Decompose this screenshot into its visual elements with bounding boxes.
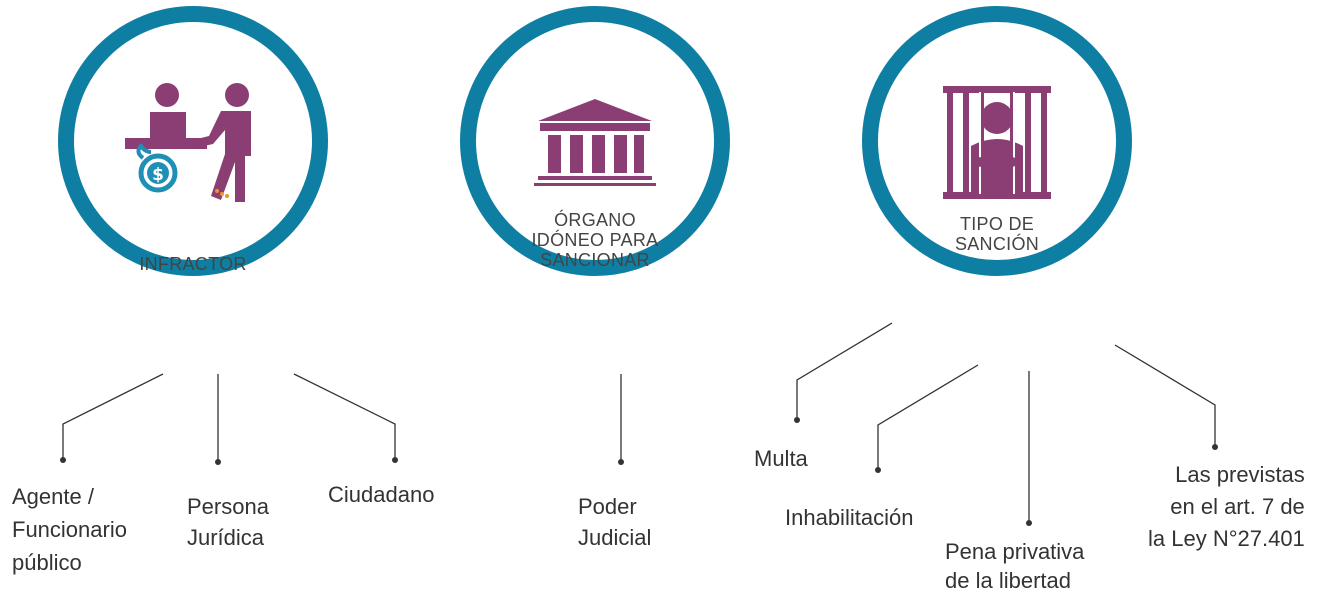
connector-previstas: [1114, 344, 1216, 447]
leaf-poder-judicial: Poder Judicial: [578, 494, 652, 550]
leaf-ciudadano: Ciudadano: [328, 482, 435, 507]
connector-ciudadano: [293, 373, 396, 460]
connector-dot-persona-juridica: [215, 459, 221, 465]
tipo-sancion-label: TIPO DE SANCIÓN: [954, 214, 1040, 254]
tipo-sancion-circle: TIPO DE SANCIÓN: [862, 6, 1132, 276]
connector-inhabilitacion: [877, 364, 979, 470]
bribery-icon: $: [125, 83, 251, 202]
leaf-agente-funcionario: Agente / Funcionario público: [12, 484, 127, 575]
leaf-previstas-ley: Las previstas en el art. 7 de la Ley N°2…: [1148, 462, 1305, 551]
connector-dot-agente: [60, 457, 66, 463]
jail-icon: [943, 86, 1051, 199]
infractor-label: INFRACTOR: [139, 254, 247, 274]
connector-dot-previstas: [1212, 444, 1218, 450]
connector-dot-ciudadano: [392, 457, 398, 463]
connector-dot-multa: [794, 417, 800, 423]
courthouse-icon: [534, 99, 656, 186]
connector-dot-poder-judicial: [618, 459, 624, 465]
leaf-multa: Multa: [754, 446, 808, 471]
leaf-inhabilitacion: Inhabilitación: [785, 505, 914, 530]
connector-multa: [796, 322, 893, 420]
organo-label: ÓRGANO IDÓNEO PARA SANCIONAR: [531, 210, 659, 270]
connector-dot-pena-privativa: [1026, 520, 1032, 526]
connector-dot-inhabilitacion: [875, 467, 881, 473]
svg-text:$: $: [152, 165, 164, 185]
infractor-circle: $ INFRACTOR: [58, 6, 328, 276]
connector-agente: [62, 373, 164, 460]
leaf-persona-juridica: Persona Jurídica: [187, 494, 269, 550]
organo-circle: ÓRGANO IDÓNEO PARA SANCIONAR: [460, 6, 730, 276]
leaf-pena-privativa: Pena privativa de la libertad: [945, 539, 1085, 593]
